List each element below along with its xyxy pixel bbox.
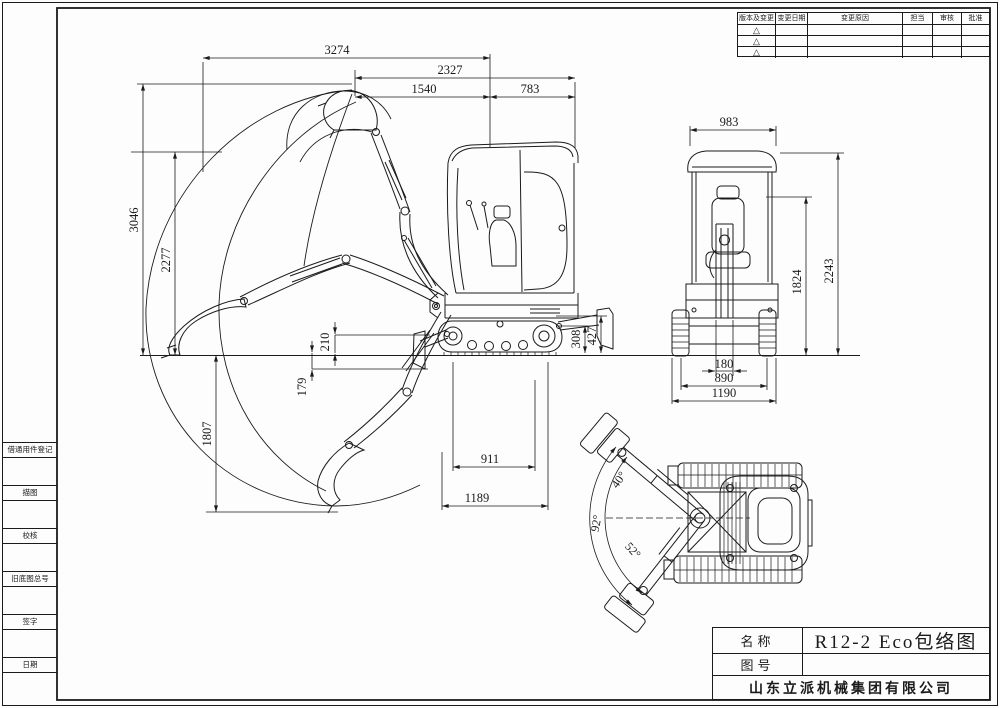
plan-view bbox=[579, 412, 813, 633]
title-block: 名称 R12-2 Eco包络图 图号 山东立派机械集团有限公司 bbox=[712, 627, 990, 700]
boom-position-up bbox=[317, 89, 449, 299]
side-dimensions bbox=[131, 54, 607, 513]
dim-180: 180 bbox=[715, 357, 734, 371]
dim-2327: 2327 bbox=[438, 63, 463, 77]
swing-arcs bbox=[589, 446, 643, 606]
boom-end-view bbox=[709, 223, 734, 318]
revision-cell bbox=[962, 36, 989, 47]
dim-308: 308 bbox=[569, 330, 583, 349]
angle-40: 40° bbox=[608, 469, 629, 491]
angle-92: 92° bbox=[588, 514, 605, 533]
revision-header-date: 变更日期 bbox=[776, 13, 808, 25]
margin-label-borrowed-parts: 借通用件登记 bbox=[3, 443, 57, 458]
side-view bbox=[145, 89, 614, 514]
revision-cell bbox=[933, 47, 962, 58]
revision-table: 版本及变更 变更日期 变更原因 担当 审核 批准 △ △ △ bbox=[737, 12, 990, 58]
revision-mark-icon: △ bbox=[738, 36, 776, 47]
rear-body bbox=[685, 283, 779, 319]
drawing-number bbox=[803, 654, 989, 676]
rear-dimensions bbox=[671, 126, 844, 404]
revision-cell bbox=[808, 25, 903, 36]
envelope-arcs bbox=[145, 89, 421, 507]
dim-427: 427 bbox=[585, 327, 599, 346]
revision-cell bbox=[903, 36, 933, 47]
cab bbox=[446, 141, 579, 294]
dim-983: 983 bbox=[720, 115, 739, 129]
dim-1824: 1824 bbox=[790, 269, 804, 295]
seat bbox=[488, 219, 517, 267]
dim-2277: 2277 bbox=[159, 248, 173, 273]
dim-1189: 1189 bbox=[465, 491, 490, 505]
revision-mark-icon: △ bbox=[738, 25, 776, 36]
revision-header-review: 审核 bbox=[933, 13, 962, 25]
dim-3046: 3046 bbox=[127, 208, 141, 233]
margin-blank-cell bbox=[3, 458, 57, 486]
canopy-roof bbox=[687, 150, 777, 173]
dim-911: 911 bbox=[481, 452, 499, 466]
margin-label-signature: 签字 bbox=[3, 615, 57, 630]
dim-3274: 3274 bbox=[325, 43, 351, 57]
dim-890: 890 bbox=[715, 371, 734, 385]
rear-tracks bbox=[671, 309, 777, 357]
company-name: 山东立派机械集团有限公司 bbox=[749, 679, 953, 696]
revision-cell bbox=[776, 47, 808, 58]
margin-blank-cell bbox=[3, 630, 57, 658]
margin-label-tracing: 描图 bbox=[3, 486, 57, 501]
margin-strip: 借通用件登记 描图 校核 旧底图总号 签字 日期 bbox=[3, 442, 57, 700]
revision-cell bbox=[808, 36, 903, 47]
boom-position-reach bbox=[160, 254, 445, 359]
margin-label-old-base-number: 旧底图总号 bbox=[3, 572, 57, 587]
revision-cell bbox=[903, 47, 933, 58]
revision-cell bbox=[933, 25, 962, 36]
revision-header-version: 版本及变更 bbox=[738, 13, 776, 25]
margin-label-date: 日期 bbox=[3, 658, 57, 673]
boom-position-depth bbox=[317, 311, 452, 514]
dim-1540: 1540 bbox=[412, 82, 437, 96]
title-number-label: 图号 bbox=[713, 654, 803, 676]
revision-cell bbox=[962, 47, 989, 58]
title-name-label: 名称 bbox=[713, 628, 803, 654]
dim-179: 179 bbox=[295, 378, 309, 397]
margin-blank-cell bbox=[3, 544, 57, 572]
plan-frame bbox=[687, 491, 747, 553]
revision-header-owner: 担当 bbox=[903, 13, 933, 25]
revision-cell bbox=[776, 25, 808, 36]
revision-cell bbox=[933, 36, 962, 47]
angle-52: 52° bbox=[622, 539, 644, 561]
margin-blank-cell bbox=[3, 587, 57, 615]
dim-1190: 1190 bbox=[712, 386, 737, 400]
plan-angle-labels: 40° 92° 52° bbox=[588, 469, 644, 562]
rear-view bbox=[671, 150, 779, 357]
plan-upper-structure bbox=[719, 475, 813, 571]
margin-blank-cell bbox=[3, 673, 57, 700]
dim-783: 783 bbox=[521, 82, 540, 96]
rear-dimension-labels: 983 1824 2243 180 890 1190 bbox=[712, 115, 836, 400]
revision-header-reason: 变更原因 bbox=[808, 13, 903, 25]
canopy-posts bbox=[691, 172, 773, 284]
plan-tracks bbox=[663, 462, 803, 584]
body-deck bbox=[429, 292, 579, 319]
revision-cell bbox=[776, 36, 808, 47]
dim-2243: 2243 bbox=[822, 259, 836, 284]
revision-cell bbox=[962, 25, 989, 36]
side-dimension-labels: 3274 2327 1540 783 3046 2277 1807 210 17… bbox=[127, 43, 599, 505]
drawing-title: R12-2 Eco包络图 bbox=[803, 628, 989, 654]
revision-cell bbox=[808, 47, 903, 58]
dim-210: 210 bbox=[318, 333, 332, 352]
control-levers bbox=[469, 204, 489, 231]
revision-cell bbox=[903, 25, 933, 36]
margin-blank-cell bbox=[3, 501, 57, 529]
margin-label-check: 校核 bbox=[3, 529, 57, 544]
revision-mark-icon: △ bbox=[738, 47, 776, 58]
undercarriage bbox=[437, 320, 563, 356]
revision-header-approve: 批准 bbox=[962, 13, 989, 25]
dim-1807: 1807 bbox=[200, 422, 214, 447]
